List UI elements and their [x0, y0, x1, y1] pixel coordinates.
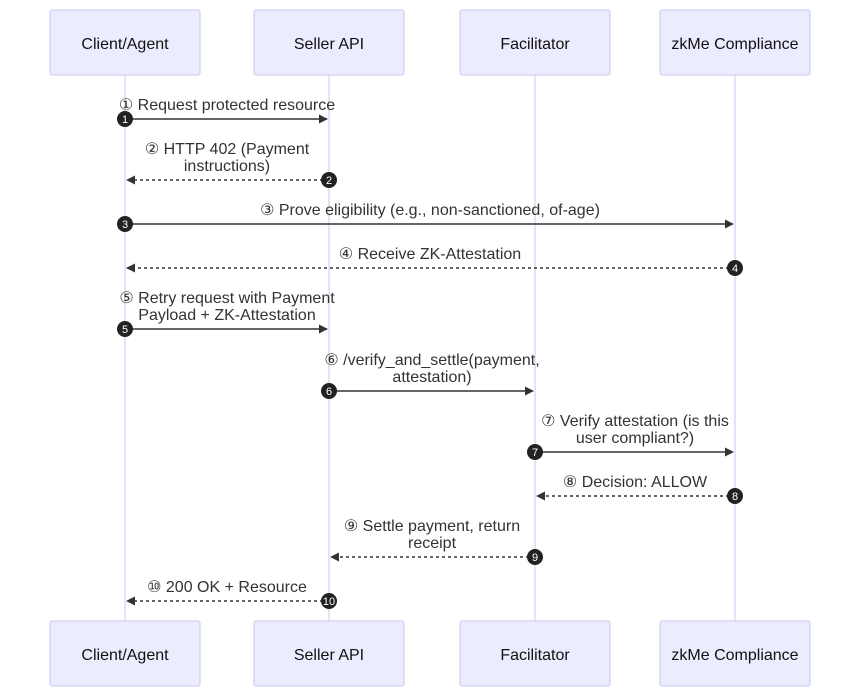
actor-facilitator-top-label: Facilitator: [500, 36, 570, 53]
message-6: ⑥ /verify_and_settle(payment,attestation…: [321, 352, 540, 399]
message-2-label-line-2: instructions): [184, 158, 270, 175]
message-3-number: 3: [122, 219, 128, 231]
actors-top: Client/Agent Seller API Facilitator zkMe…: [49, 9, 811, 76]
message-7-label-line-2: user compliant?): [576, 430, 694, 447]
message-9-label-line-2: receipt: [408, 535, 457, 552]
message-9-label-line-1: ⑨ Settle payment, return: [344, 518, 520, 535]
message-4-label-line-1: ④ Receive ZK-Attestation: [339, 246, 521, 263]
message-10: ⑩ 200 OK + Resource 10: [126, 579, 337, 609]
actor-facilitator-bottom[interactable]: Facilitator: [459, 620, 611, 687]
actor-facilitator-bottom-label: Facilitator: [500, 647, 570, 664]
actor-zkme-bottom-label: zkMe Compliance: [671, 647, 798, 664]
message-7-number-badge: [527, 444, 543, 460]
message-5-label-line-1: ⑤ Retry request with Payment: [119, 290, 335, 307]
message-8: ⑧ Decision: ALLOW 8: [536, 474, 743, 504]
actors-bottom: Client/Agent Seller API Facilitator zkMe…: [49, 620, 811, 687]
message-5-label-line-2: Payload + ZK-Attestation: [138, 307, 315, 324]
message-9-number-badge: [527, 549, 543, 565]
actor-zkme-bottom[interactable]: zkMe Compliance: [659, 620, 811, 687]
lifelines: [124, 75, 736, 621]
message-6-label-line-2: attestation): [392, 369, 471, 386]
message-2-number: 2: [326, 175, 332, 187]
message-1-label-line-1: ① Request protected resource: [119, 97, 335, 114]
message-4-number: 4: [732, 263, 738, 275]
actor-facilitator-top[interactable]: Facilitator: [459, 9, 611, 76]
actor-client-bottom[interactable]: Client/Agent: [49, 620, 201, 687]
message-8-number: 8: [732, 491, 738, 503]
actor-seller-top[interactable]: Seller API: [253, 9, 405, 76]
message-6-number-badge: [321, 383, 337, 399]
actor-seller-bottom-label: Seller API: [294, 647, 364, 664]
message-2-label-line-1: ② HTTP 402 (Payment: [145, 141, 310, 158]
message-10-label-line-1: ⑩ 200 OK + Resource: [147, 579, 307, 596]
actor-zkme-top[interactable]: zkMe Compliance: [659, 9, 811, 76]
message-3-number-badge: [117, 216, 133, 232]
actor-client-bottom-label: Client/Agent: [81, 647, 169, 664]
message-9-number: 9: [532, 552, 538, 564]
message-4: ④ Receive ZK-Attestation 4: [126, 246, 743, 276]
message-1-number-badge: [117, 111, 133, 127]
message-8-number-badge: [727, 488, 743, 504]
message-2-number-badge: [321, 172, 337, 188]
actor-seller-bottom[interactable]: Seller API: [253, 620, 405, 687]
message-7-label-line-1: ⑦ Verify attestation (is this: [541, 413, 729, 430]
message-10-number: 10: [323, 596, 335, 608]
message-10-number-badge: [321, 593, 337, 609]
message-1-number: 1: [122, 114, 128, 126]
message-8-label-line-1: ⑧ Decision: ALLOW: [563, 474, 708, 491]
message-5-number: 5: [122, 324, 128, 336]
message-3-label-line-1: ③ Prove eligibility (e.g., non-sanctione…: [260, 202, 600, 219]
actor-zkme-top-label: zkMe Compliance: [671, 36, 798, 53]
message-3: ③ Prove eligibility (e.g., non-sanctione…: [117, 202, 734, 232]
message-5-number-badge: [117, 321, 133, 337]
actor-seller-top-label: Seller API: [294, 36, 364, 53]
message-4-number-badge: [727, 260, 743, 276]
message-6-label-line-1: ⑥ /verify_and_settle(payment,: [324, 352, 539, 369]
message-6-number: 6: [326, 386, 332, 398]
actor-client-top-label: Client/Agent: [81, 36, 169, 53]
message-7-number: 7: [532, 447, 538, 459]
actor-client-top[interactable]: Client/Agent: [49, 9, 201, 76]
